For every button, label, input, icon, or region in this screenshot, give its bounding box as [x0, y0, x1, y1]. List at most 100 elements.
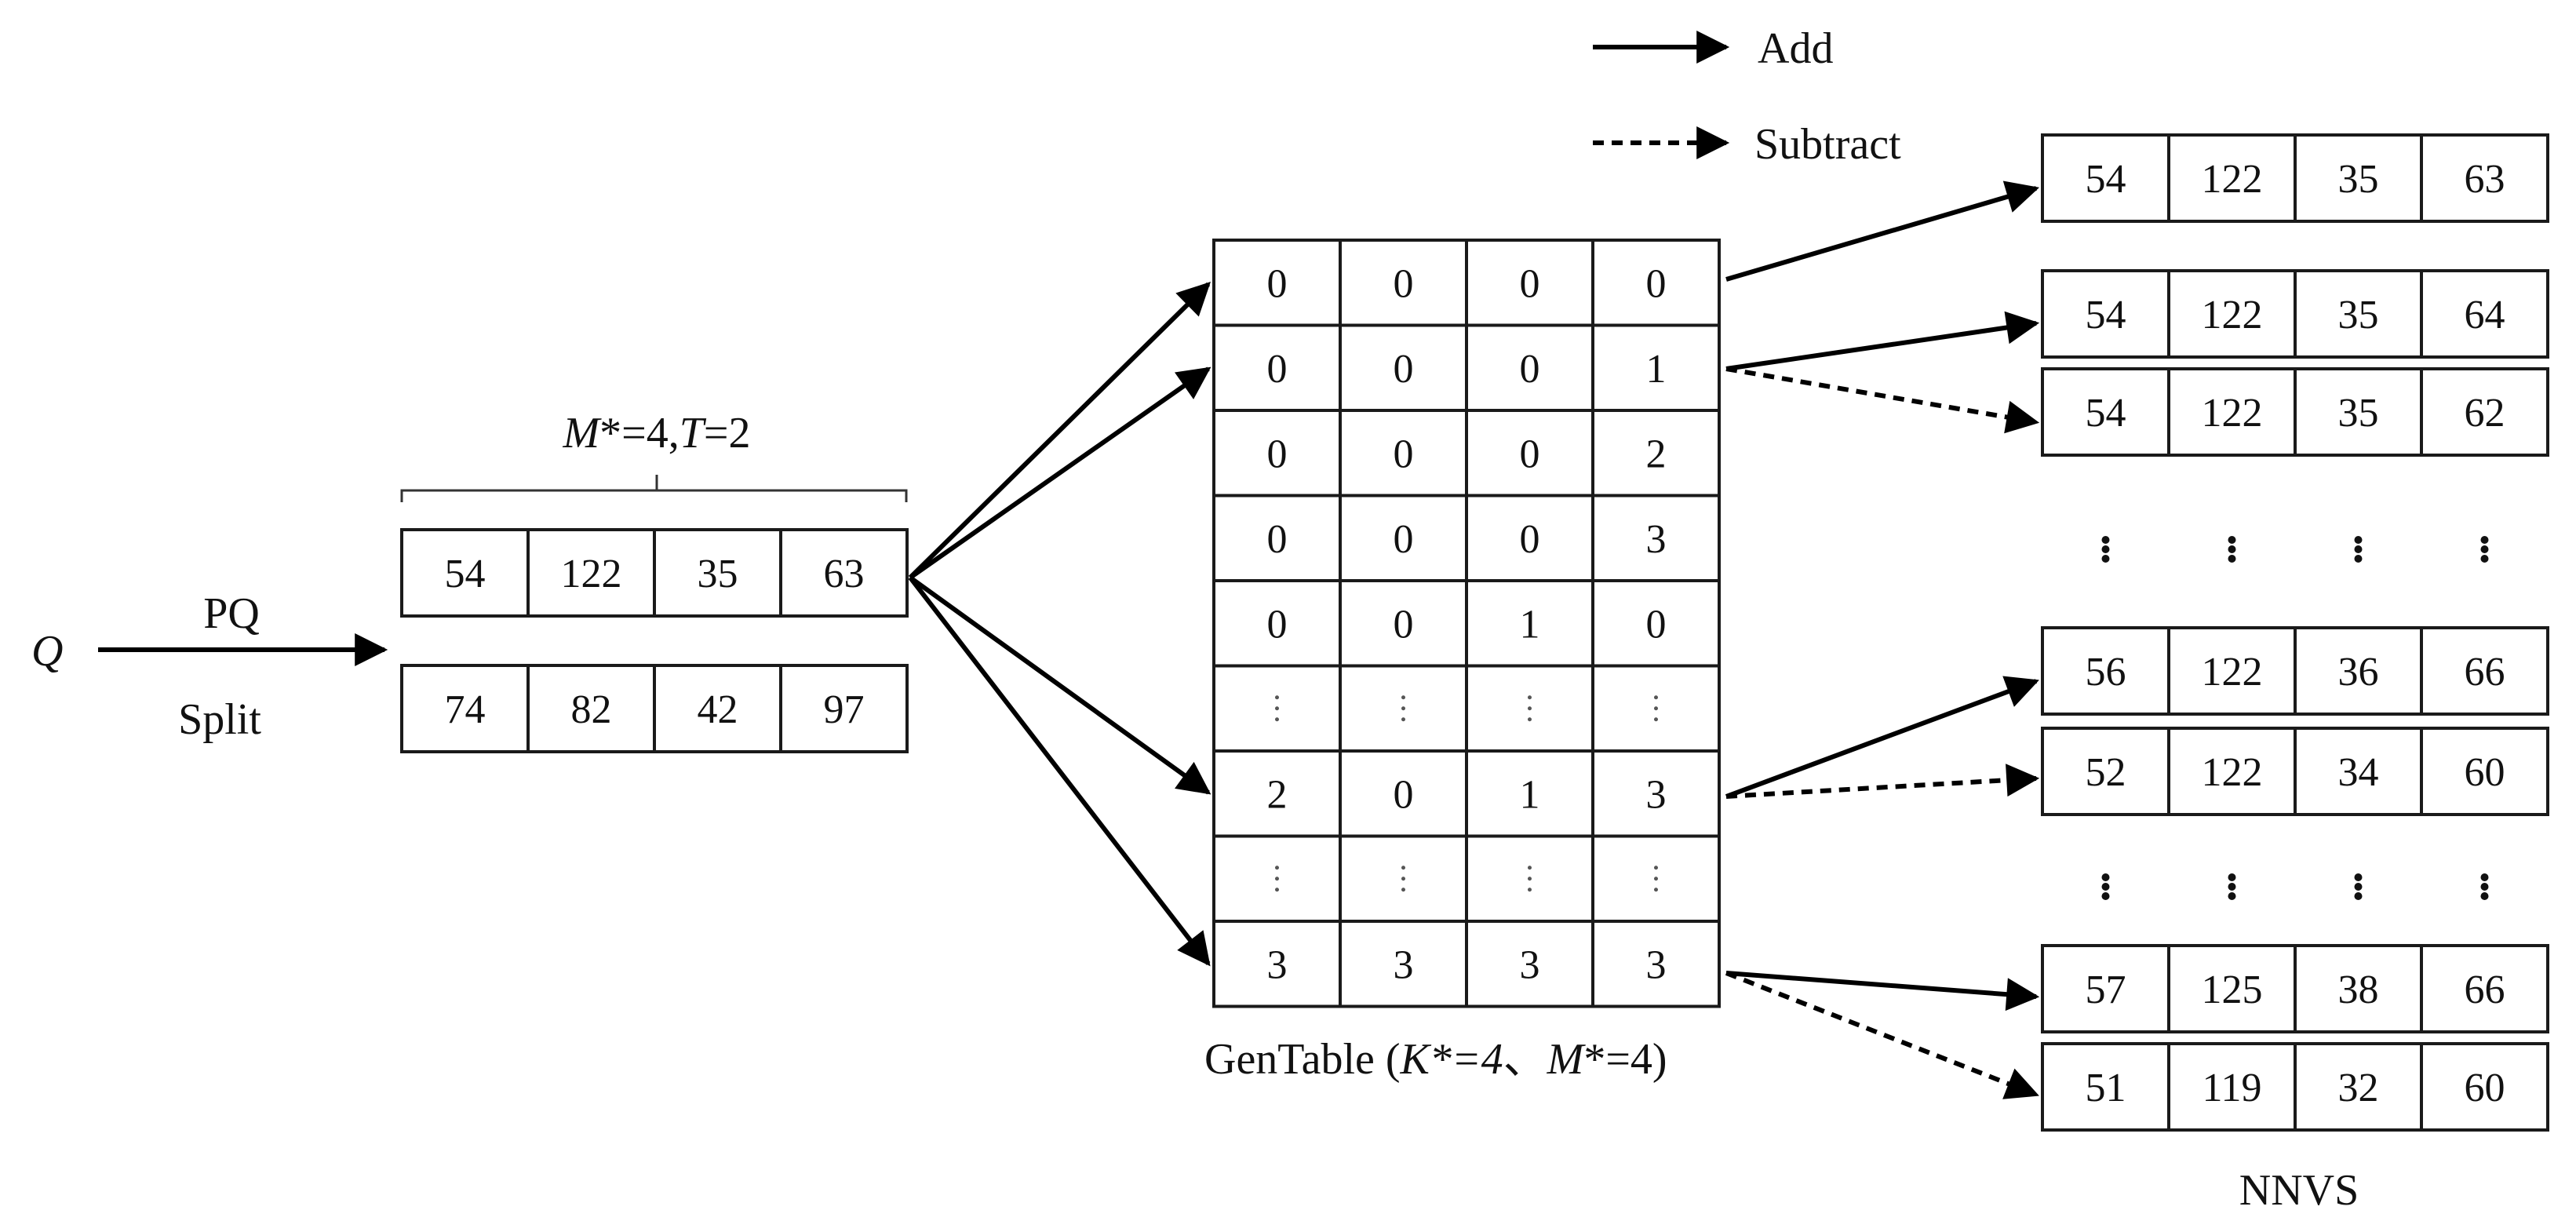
sub-vector-1-value-1: 54	[445, 552, 486, 596]
gen-table-row-7-value-1: 2	[1267, 772, 1288, 817]
nnvs-row-g6-1-value-4: 66	[2465, 968, 2505, 1012]
gen-table-vdots	[1528, 695, 1532, 722]
sub-vector-2-cell-3	[653, 664, 782, 753]
sub-vector-1-cell-2	[526, 528, 656, 618]
nnvs-row-g2-2-cell-3	[2294, 367, 2423, 457]
sub-vector-2-cell-4	[779, 664, 909, 753]
sub-vector-1-value-3: 35	[698, 552, 738, 596]
gen-table-row-5-value-3: 1	[1520, 602, 1540, 647]
nnvs-row-g1-1-cell-3	[2294, 133, 2423, 223]
nnvs-vdots-3-dot	[2480, 545, 2489, 553]
nnvs-row-g6-1-cell-3	[2294, 944, 2423, 1033]
nnvs-vdots-3-dot	[2101, 555, 2110, 563]
gen-table-vdots	[1528, 866, 1532, 892]
caption-m: M	[1547, 1035, 1587, 1084]
gen-table-vdots-dot	[1275, 717, 1279, 722]
gen-table-row-4-value-4: 3	[1646, 517, 1667, 562]
nnvs-row-g4-2-cell-1	[2041, 727, 2170, 816]
gen-table-row-3-cell-2	[1339, 409, 1468, 498]
nnvs-row-g2-1-cell-1	[2041, 269, 2170, 359]
gen-table-vdots-dot	[1401, 695, 1405, 700]
gen-table-row-5-value-1: 0	[1267, 602, 1288, 647]
gen-table-vdots-dot	[1401, 706, 1405, 711]
caption-k-value: *=4	[1430, 1035, 1503, 1084]
caption-k: K	[1400, 1035, 1432, 1084]
fanout-arrows	[908, 282, 1211, 967]
sub-vector-2-cell-2	[526, 664, 656, 753]
nnvs-row-g4-1-value-2: 122	[2202, 650, 2263, 694]
nnvs-row-g4-1-value-1: 56	[2086, 650, 2126, 694]
query-input: Q PQ Split	[31, 589, 388, 744]
gen-table-row-1-value-3: 0	[1520, 261, 1540, 306]
gen-table-vdots-dot	[1401, 717, 1405, 722]
nnvs-row-g2-1-cell-3	[2294, 269, 2423, 359]
gen-table-vdots	[1654, 866, 1658, 892]
nnvs-vdots-3-dot	[2354, 545, 2363, 553]
nnvs-vdots-3	[2228, 536, 2236, 563]
gen-table-row-2-value-1: 0	[1267, 347, 1288, 392]
nnvs-vdots-5-dot	[2480, 883, 2489, 891]
gen-table-row-7-value-3: 1	[1520, 772, 1540, 817]
gen-table-row-3-value-4: 2	[1646, 432, 1667, 476]
add-arrow-row-7	[1725, 676, 2039, 799]
nnvs-vdots-5-dot	[2354, 873, 2363, 881]
sub-vector-2-value-4: 97	[824, 687, 865, 732]
gen-table-row-5-value-4: 0	[1646, 602, 1667, 647]
nnvs-vdots-5-dot	[2228, 892, 2236, 900]
gen-table-row-3-value-3: 0	[1520, 432, 1540, 476]
nnvs-vdots-5-dot	[2101, 873, 2110, 881]
gen-table-caption: GenTable (K*=4、M*=4)	[1204, 1035, 1667, 1084]
gen-table-vdots-dot	[1528, 866, 1532, 870]
nnvs-row-g6-1-value-3: 38	[2338, 968, 2379, 1012]
sub-vector-2-cell-1	[400, 664, 530, 753]
fanout-arrow-row-1	[908, 282, 1211, 580]
gen-table-vdots-dot	[1528, 706, 1532, 711]
gen-table-vdots-dot	[1275, 706, 1279, 711]
gen-table-row-2-value-4: 1	[1646, 347, 1667, 392]
gen-table-vdots-dot	[1275, 877, 1279, 881]
nnvs-row-g2-1-value-1: 54	[2086, 293, 2126, 337]
nnvs-row-g6-1-value-2: 125	[2202, 968, 2263, 1012]
gen-table-row-1-cell-4	[1591, 239, 1721, 327]
sub-vector-2-value-2: 82	[571, 687, 612, 732]
nnvs-row-g4-2-value-3: 34	[2338, 750, 2379, 795]
gen-table-ellipsis-row-6	[1212, 664, 1721, 753]
sub-vector-2-value-3: 42	[698, 687, 738, 732]
caption-prefix: GenTable (	[1204, 1035, 1401, 1084]
add-arrow-row-2	[1725, 311, 2040, 371]
fanout-arrow-row-2	[909, 366, 1211, 580]
nnvs-row-g1-1-value-2: 122	[2202, 157, 2263, 202]
nnvs-row-g6-2-cell-4	[2420, 1042, 2549, 1132]
gen-table-row-4-cell-4	[1591, 494, 1721, 582]
gen-table-vdots-dot	[1654, 866, 1658, 870]
sub-vector-2-value-1: 74	[445, 687, 486, 732]
nnvs-vdots-5	[2354, 873, 2363, 900]
gen-table-row-4-value-2: 0	[1394, 517, 1414, 562]
query-symbol: Q	[31, 627, 63, 676]
sub-vector-1-cell-4	[779, 528, 909, 618]
split-label: Split	[178, 695, 261, 744]
gen-table-row-7-value-2: 0	[1394, 772, 1414, 817]
gen-table-row-4-value-3: 0	[1520, 517, 1540, 562]
gen-table-row-2-cell-4	[1591, 323, 1721, 412]
gen-table-vdots-dot	[1275, 888, 1279, 892]
nnvs-row-g4-1-cell-4	[2420, 626, 2549, 716]
gen-table-vdots-dot	[1275, 866, 1279, 870]
nnvs-vdots-5-dot	[2101, 883, 2110, 891]
nnvs-row-g1-1-value-3: 35	[2338, 157, 2379, 202]
gen-table-vdots	[1275, 866, 1279, 892]
nnvs-row-g1-1-cell-1	[2041, 133, 2170, 223]
gen-table-vdots-dot	[1528, 877, 1532, 881]
m-symbol: M	[563, 409, 603, 457]
sub-vector-2: 74 82 42 97	[400, 664, 909, 753]
gen-table-row-9-value-3: 3	[1520, 942, 1540, 987]
nnvs-arrows	[1725, 180, 2040, 1099]
nnvs-row-g2-1-value-3: 35	[2338, 293, 2379, 337]
nnvs-row-g2-2-cell-1	[2041, 367, 2170, 457]
